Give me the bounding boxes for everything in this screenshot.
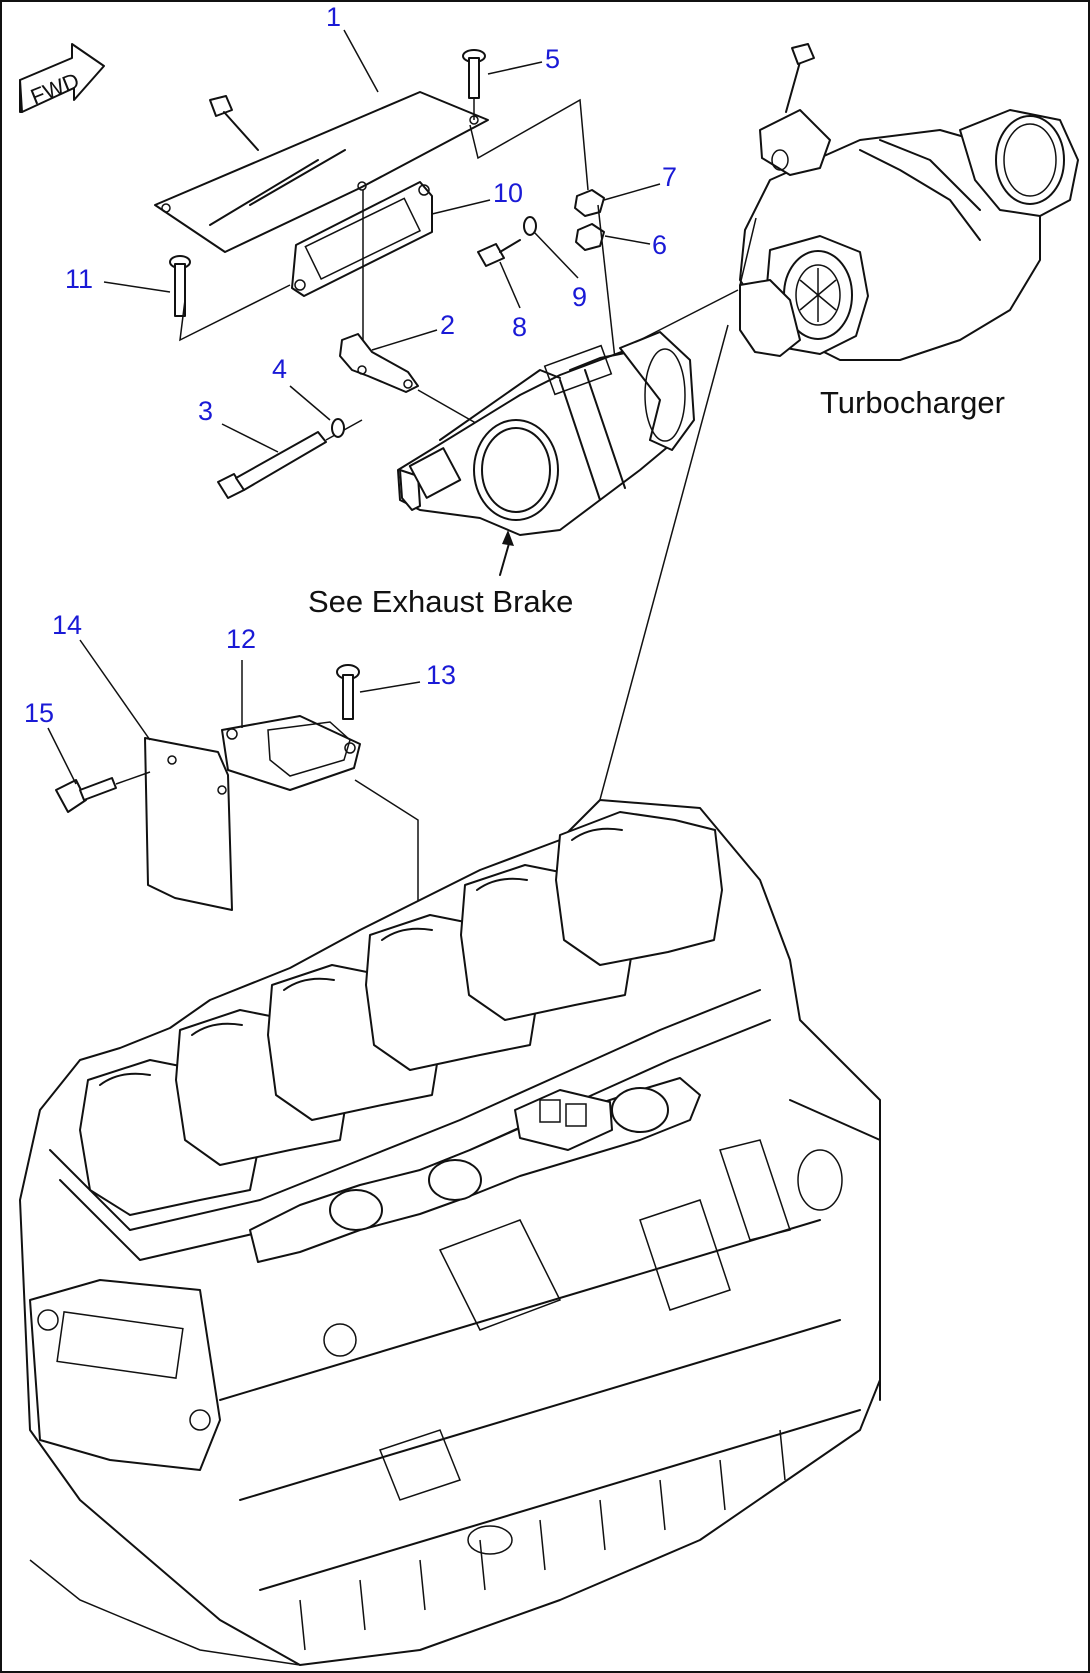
part-3-long-bolt (217, 419, 363, 499)
part-6-nut (575, 223, 605, 251)
callout-1: 1 (326, 2, 379, 93)
leader-exhaust-brake (499, 539, 511, 576)
exhaust-brake-caption: See Exhaust Brake (308, 584, 573, 619)
fwd-arrow-icon: FWD (19, 43, 105, 113)
stud-line (597, 204, 617, 369)
part-13-bolt (336, 664, 360, 720)
leader-11-line (179, 284, 291, 342)
svg-text:4: 4 (272, 354, 287, 384)
callout-11: 11 (65, 264, 171, 294)
callout-10: 10 (431, 178, 523, 215)
callout-13: 13 (359, 660, 456, 693)
callout-5: 5 (487, 44, 560, 75)
svg-text:6: 6 (652, 230, 667, 260)
callout-8: 8 (499, 261, 527, 342)
svg-text:5: 5 (545, 44, 560, 74)
svg-text:7: 7 (662, 162, 677, 192)
callout-15: 15 (24, 698, 77, 785)
axis-line-turbo (639, 289, 739, 341)
engine-block (19, 799, 881, 1666)
callout-4: 4 (272, 354, 331, 421)
turbo-stud-line (739, 217, 757, 286)
callout-7: 7 (603, 162, 677, 201)
svg-text:8: 8 (512, 312, 527, 342)
part-7-nut (574, 189, 605, 217)
leader-15-axis (115, 771, 151, 785)
svg-text:15: 15 (24, 698, 54, 728)
turbocharger (739, 43, 1079, 361)
svg-text:9: 9 (572, 282, 587, 312)
callout-3: 3 (198, 396, 279, 453)
svg-text:12: 12 (226, 624, 256, 654)
callout-9: 9 (533, 231, 587, 312)
svg-text:14: 14 (52, 610, 82, 640)
part-2-bracket (339, 333, 419, 393)
svg-text:10: 10 (493, 178, 523, 208)
exhaust-brake-assembly (397, 331, 695, 536)
part-10-gasket (291, 181, 433, 297)
leader-exhaust-brake-arrow (502, 530, 514, 546)
callout-14: 14 (52, 610, 151, 741)
bolt-shield-left (209, 95, 259, 151)
callout-6: 6 (604, 230, 667, 260)
callout-12: 12 (226, 624, 256, 728)
svg-text:13: 13 (426, 660, 456, 690)
part-12-cover (221, 715, 361, 791)
part-4-washer (331, 418, 345, 438)
part-11-bolt (169, 255, 191, 317)
turbocharger-caption: Turbocharger (820, 385, 1005, 420)
part-5-bolt (462, 49, 486, 99)
part-14-gasket (144, 737, 233, 911)
svg-text:2: 2 (440, 310, 455, 340)
callout-2: 2 (371, 310, 455, 351)
part-8-bolt (477, 239, 521, 267)
part-15-bolt (55, 777, 117, 813)
part-1-heat-shield (154, 91, 489, 253)
svg-text:3: 3 (198, 396, 213, 426)
axis-line-shield (469, 98, 589, 191)
svg-text:1: 1 (326, 2, 341, 32)
part-9-washer (523, 216, 537, 236)
svg-text:11: 11 (65, 264, 93, 294)
